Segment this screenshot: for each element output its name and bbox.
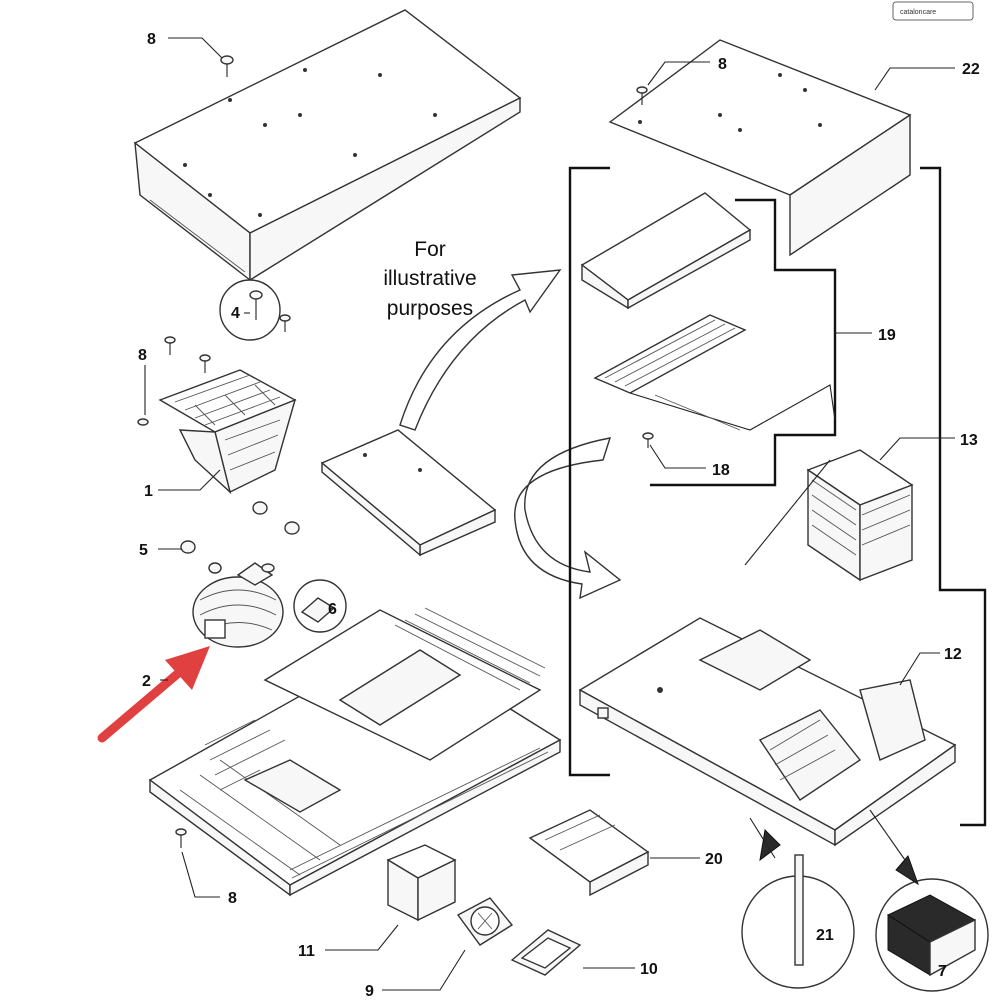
illustrative-note: For illustrative purposes [383,238,476,320]
callout-label: 8 [138,347,147,364]
screw-icon [220,55,234,77]
part-base-chassis-right [578,617,957,847]
callout-label: 5 [139,542,148,559]
part-fan-motor [192,562,284,648]
detail-circle-screws [219,279,291,341]
callout-labels: 8 8 22 4 8 19 1 13 18 5 6 2 12 8 20 11 2… [138,31,980,1000]
part-filter-box [386,844,457,922]
callout-label: 6 [328,601,337,618]
callout-label: 4 [231,305,240,322]
callout-label: 8 [147,31,156,48]
callout-label: 8 [228,890,237,907]
callout-label: 9 [365,983,374,1000]
part-heater-cover [580,192,752,310]
detail-circle-sensor [741,817,855,989]
part-cooling-fan [456,897,514,946]
logo-text: cataloncare [900,9,936,16]
callout-label: 8 [718,56,727,73]
part-gasket [510,929,582,976]
callout-label: 20 [705,851,723,868]
note-line-2: illustrative [383,267,476,290]
callout-label: 7 [938,963,947,980]
callout-label: 13 [960,432,978,449]
callout-label: 19 [878,327,896,344]
part-top-cover-right [608,39,912,257]
callout-label: 10 [640,961,658,978]
part-fan-bracket [137,336,297,495]
screw-icon [642,432,654,448]
callout-label: 1 [144,483,153,500]
illustrative-arrow-upper [399,269,562,431]
grommets [180,501,300,574]
part-control-board [528,809,650,897]
illustrative-arrow-lower [514,437,622,600]
note-line-1: For [414,238,446,261]
part-top-cover-left [133,9,522,282]
callout-label: 18 [712,462,730,479]
assembly-bracket-lines [568,166,987,827]
highlight-arrow-icon [97,646,210,743]
screw-icon [175,828,187,848]
screw-icon [636,86,648,105]
brand-logo: cataloncare [892,1,974,21]
note-line-3: purposes [387,297,473,320]
callout-label: 12 [944,646,962,663]
callout-label: 2 [142,673,151,690]
part-mounting-plate [320,429,497,557]
leader-lines [144,37,955,991]
detail-circle-clip [293,579,347,633]
callout-label: 22 [962,61,980,78]
part-heating-element [593,314,836,431]
detail-circle-connector [869,809,989,992]
callout-label: 21 [816,927,834,944]
callout-label: 11 [298,943,315,960]
part-heat-sink [744,449,914,582]
part-base-chassis-left [148,607,562,897]
